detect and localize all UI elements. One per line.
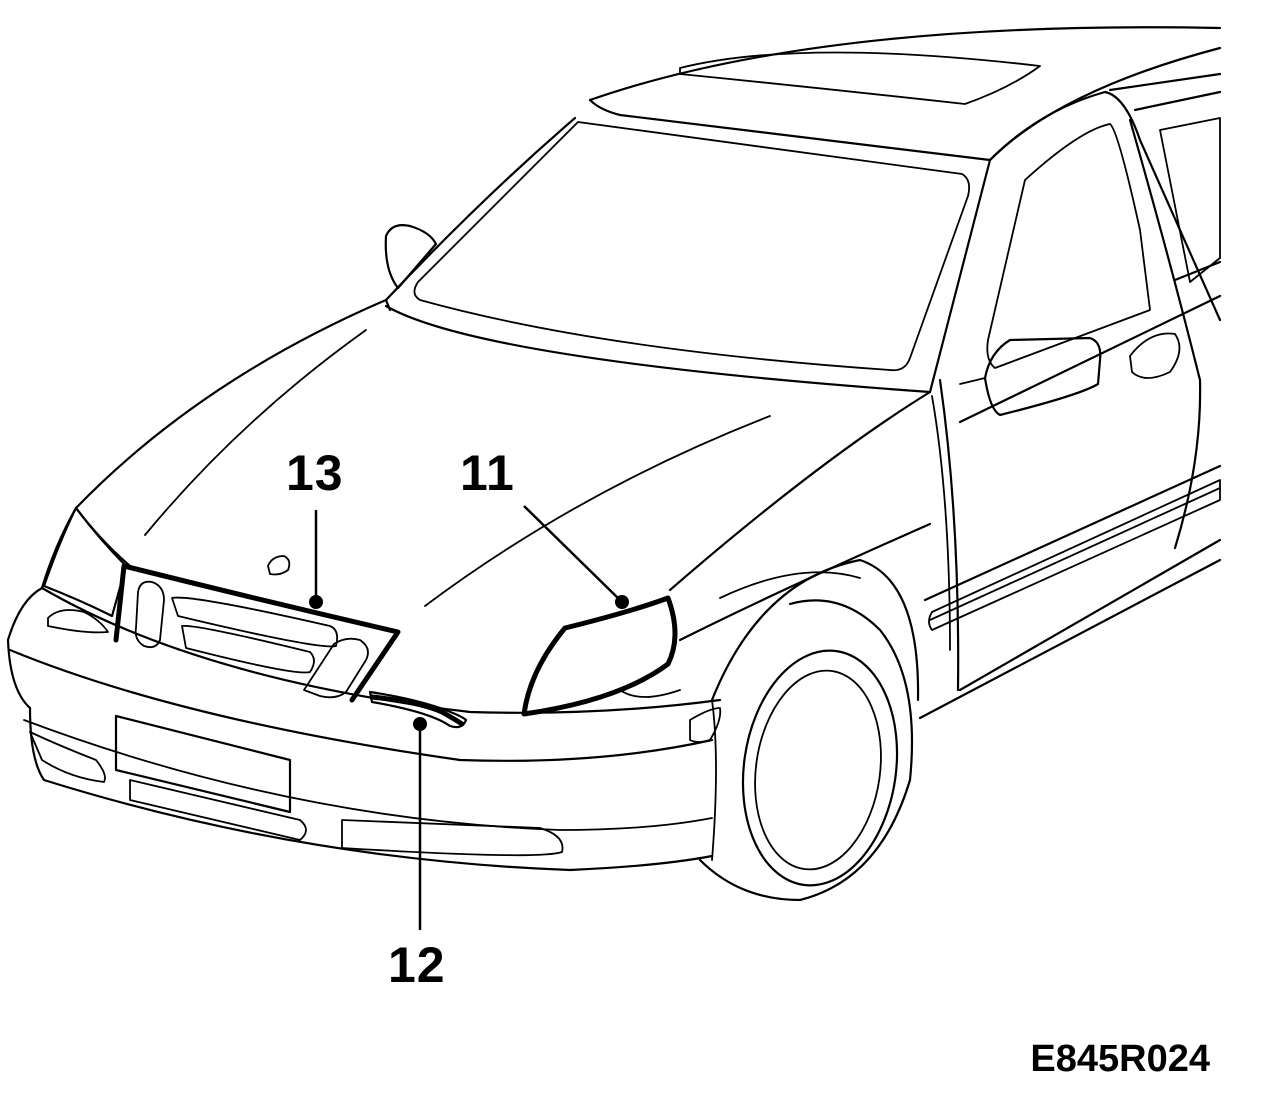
leader-dot-12 [413,717,427,731]
windshield [384,116,992,394]
left-mirror [384,224,438,290]
side-rubbing-strip [928,479,1221,631]
front-wheel [698,558,920,902]
bumper-side-marker [689,707,722,743]
license-plate [114,714,292,814]
roof [588,26,1222,162]
leader-dot-11 [615,595,629,609]
callout-13-label: 13 [286,445,344,501]
figure-code: E845R024 [1030,1038,1210,1080]
front-side-window [986,123,1151,369]
side-mirror [959,336,1102,417]
leader-11 [523,505,623,603]
washer-nozzle [267,555,291,576]
leader-lines [309,505,629,930]
rear-side-window [1159,117,1221,283]
bumper-vent-right [341,819,564,857]
left-headlamp [42,506,128,618]
windshield-glass [413,121,971,372]
side-body [918,72,1222,720]
door-shut-line [1128,118,1202,550]
callout-12-label: 12 [388,937,446,993]
callout-11-label: 11 [460,445,515,501]
grille [134,580,369,699]
bumper-slot [129,779,307,841]
door-handle [1129,332,1181,379]
front-bumper [6,506,722,872]
front-marker-strip [368,690,468,729]
right-headlamp [521,595,681,717]
leader-dot-13 [309,595,323,609]
hood-seal [113,563,401,703]
bumper-vent-left [29,731,106,783]
sunroof [679,51,1041,105]
